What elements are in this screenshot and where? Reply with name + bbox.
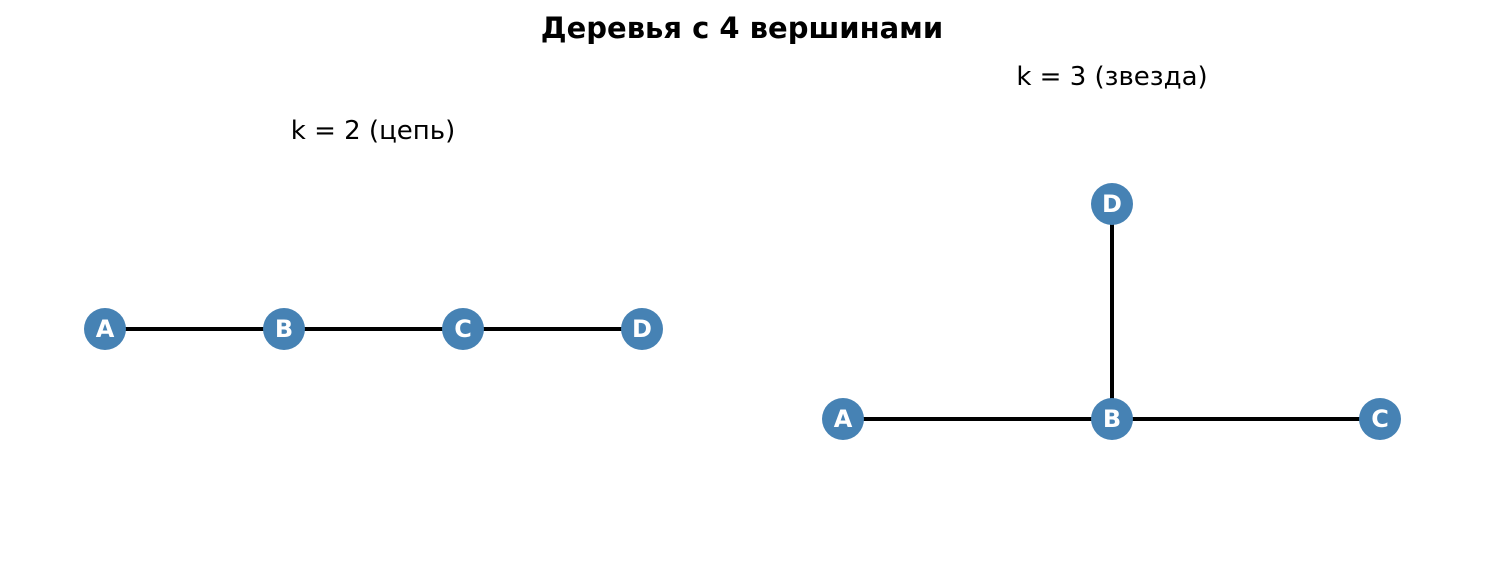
chain-tree: A B C D (84, 308, 663, 350)
node-C (1359, 398, 1401, 440)
node-label-D: D (632, 315, 652, 343)
node-label-B: B (1103, 405, 1121, 433)
diagram-title: Деревья с 4 вершинами (541, 11, 943, 45)
node-label-A: A (96, 315, 115, 343)
node-D (621, 308, 663, 350)
node-A (84, 308, 126, 350)
node-label-D: D (1102, 190, 1122, 218)
node-label-C: C (454, 315, 472, 343)
node-label-B: B (275, 315, 293, 343)
node-label-A: A (834, 405, 853, 433)
node-C (442, 308, 484, 350)
node-A (822, 398, 864, 440)
star-tree: A B C D (822, 183, 1401, 440)
node-label-C: C (1371, 405, 1389, 433)
node-B (1091, 398, 1133, 440)
node-D (1091, 183, 1133, 225)
node-B (263, 308, 305, 350)
subtitle-chain: k = 2 (цепь) (291, 116, 455, 146)
subtitle-star: k = 3 (звезда) (1016, 62, 1207, 92)
